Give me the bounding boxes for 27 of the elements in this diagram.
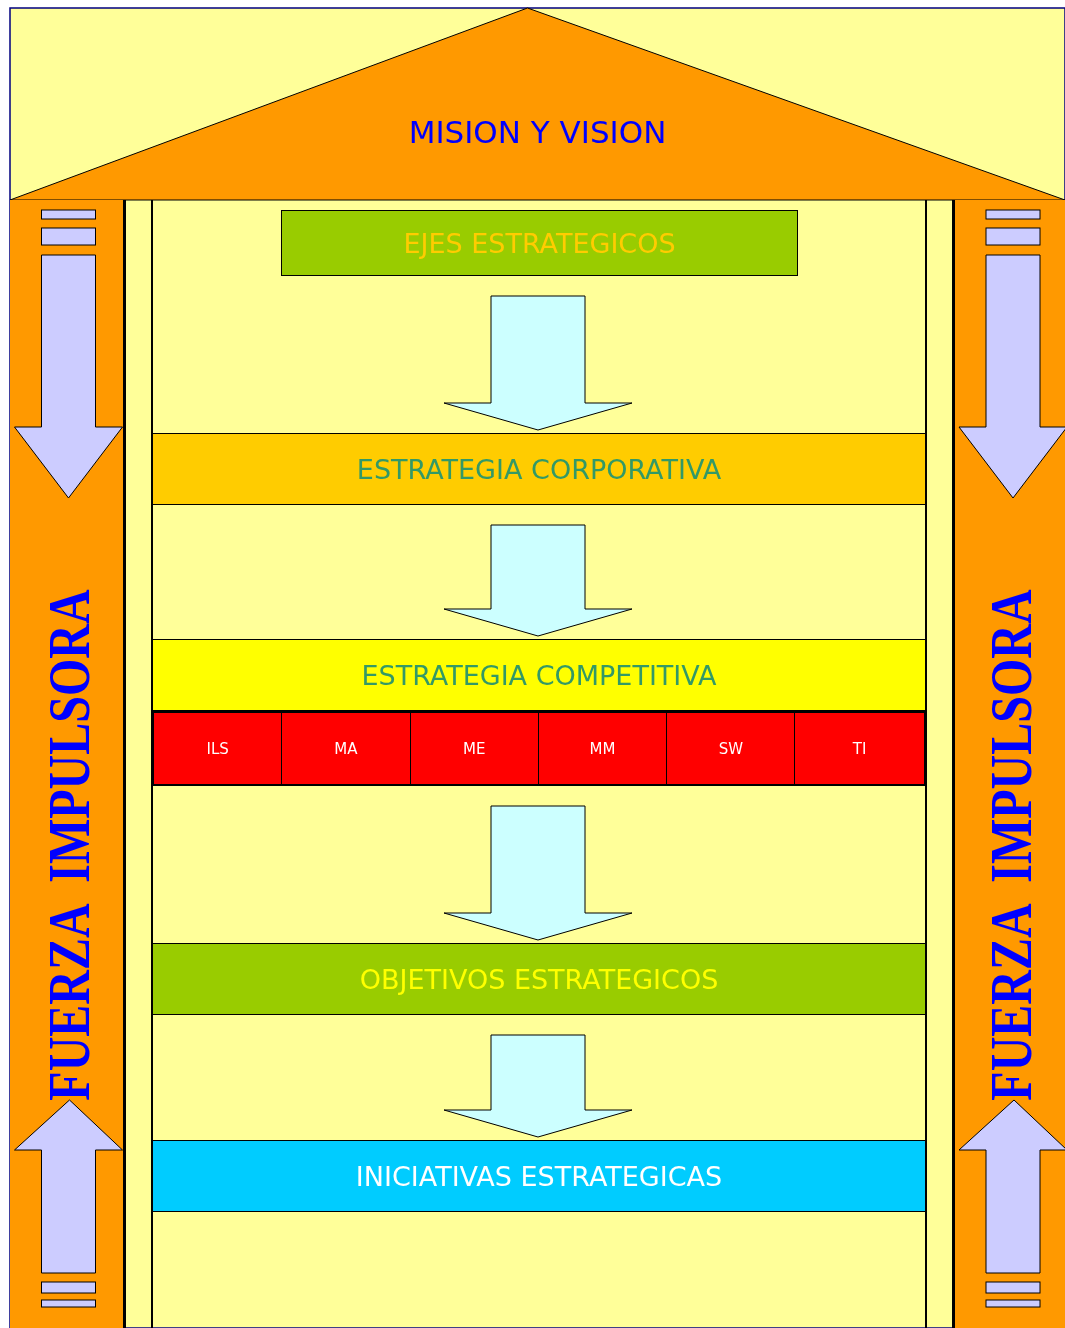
node-label: ESTRATEGIA COMPETITIVA xyxy=(361,659,717,691)
strategy-bar xyxy=(152,1140,926,1212)
node-label: INICIATIVAS ESTRATEGICAS xyxy=(355,1160,723,1192)
node-label: ILS xyxy=(206,739,229,758)
pillar xyxy=(953,200,1065,1328)
node-label: TI xyxy=(852,739,867,758)
strategy-bar xyxy=(152,943,926,1015)
node-label: SW xyxy=(718,739,743,758)
strategy-bar xyxy=(281,210,798,276)
node-label: ESTRATEGIA CORPORATIVA xyxy=(356,453,722,485)
strategy-bar xyxy=(152,639,926,711)
pillar-label: FUERZA IMPULSORA xyxy=(976,589,1045,1101)
roof-triangle xyxy=(10,8,1065,200)
block-arrow xyxy=(443,295,633,431)
strategy-bar xyxy=(152,433,926,505)
block-arrow xyxy=(443,1034,633,1138)
node-label: EJES ESTRATEGICOS xyxy=(403,227,676,259)
node-label: MM xyxy=(589,739,616,758)
node-label: MA xyxy=(334,739,358,758)
node-label: MISION Y VISION xyxy=(408,114,667,150)
pillar xyxy=(10,200,125,1328)
node-label: OBJETIVOS ESTRATEGICOS xyxy=(359,963,719,995)
node-label: ME xyxy=(463,739,486,758)
block-arrow xyxy=(443,524,633,637)
block-arrow xyxy=(443,805,633,941)
pillar-label: FUERZA IMPULSORA xyxy=(34,589,102,1101)
category-row xyxy=(152,711,926,786)
